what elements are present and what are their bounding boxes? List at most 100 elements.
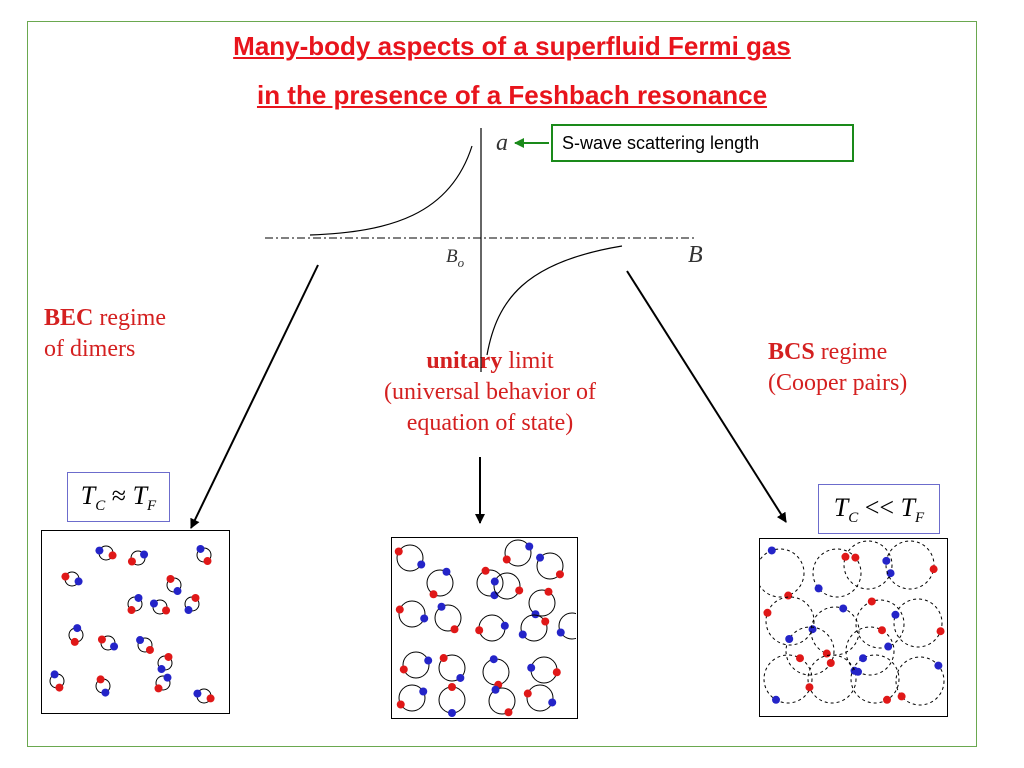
pair-11-blue-particle <box>518 630 527 639</box>
cooper-pair-14-red-particle <box>826 659 835 667</box>
unitary-line-2: (universal behavior of <box>384 379 596 405</box>
tf-symbol: T <box>900 493 916 522</box>
a-axis-label: a <box>496 130 508 156</box>
dimer-12-red-particle <box>164 652 173 661</box>
cooper-pair-11-orbit <box>850 654 900 704</box>
dimer-13-red-particle <box>55 683 64 692</box>
pair-17-orbit <box>398 684 426 712</box>
unitary-pairs-drawing <box>394 539 588 717</box>
cooper-pair-10-orbit <box>807 654 857 704</box>
cooper-pair-13-blue-particle <box>854 667 862 676</box>
pair-5-orbit <box>476 569 504 597</box>
pair-2-blue-particle <box>525 542 534 551</box>
pair-7-red-particle <box>544 587 553 596</box>
pair-1-blue-particle <box>417 560 426 569</box>
left-branch-curve <box>309 145 473 236</box>
dimer-14-red-particle <box>96 675 105 684</box>
dimer-11-red-particle <box>145 645 154 654</box>
pair-8-red-particle <box>395 605 404 614</box>
cooper-pair-12-red-particle <box>897 692 906 701</box>
tc-symbol: T <box>833 493 849 522</box>
cooper-pair-11-blue-particle <box>859 654 867 663</box>
cooper-pair-6-blue-particle <box>839 604 848 613</box>
dimer-5-red-particle <box>166 574 175 583</box>
cooper-pair-12-blue-particle <box>934 661 943 670</box>
right-branch-curve <box>486 245 623 356</box>
pair-3-orbit <box>536 552 564 580</box>
dimer-12-blue-particle <box>157 665 166 674</box>
dimer-8-blue-particle <box>184 606 193 615</box>
pair-2-orbit <box>504 539 532 567</box>
dimer-3-red-particle <box>203 557 212 566</box>
cooper-pair-7-orbit <box>855 599 905 649</box>
dimer-6-red-particle <box>127 606 136 615</box>
unitary-keyword: unitary <box>426 348 503 374</box>
cooper-pair-13-red-particle <box>878 626 886 635</box>
dimer-7-red-particle <box>162 606 171 615</box>
cooper-pair-4-red-particle <box>929 565 938 574</box>
cooper-pair-12-orbit <box>895 656 945 706</box>
pair-9-red-particle <box>450 625 459 634</box>
pair-9-blue-particle <box>437 602 446 611</box>
bcs-regime-label: BCS regime (Cooper pairs) <box>768 337 907 399</box>
cooper-pair-13-orbit <box>845 626 895 676</box>
dimer-11-orbit <box>137 637 153 653</box>
dimer-4-red-particle <box>61 572 70 581</box>
cooper-pair-9-orbit <box>763 654 813 704</box>
cooper-pair-11-red-particle <box>883 695 891 704</box>
pair-11-orbit <box>520 614 548 642</box>
pair-6-red-particle <box>515 586 524 595</box>
pair-18-red-particle <box>448 683 456 691</box>
dimer-10-blue-particle <box>110 642 119 651</box>
unitary-limit-label: unitary limit (universal behavior of equ… <box>300 346 680 439</box>
pair-10-blue-particle <box>500 621 509 630</box>
tf-subscript: F <box>147 498 157 514</box>
pair-6-orbit <box>493 572 521 600</box>
cooper-pair-8-orbit <box>893 598 943 648</box>
dimer-9-red-particle <box>70 637 79 646</box>
slide-title-line-1: Many-body aspects of a superfluid Fermi … <box>233 31 791 61</box>
b-axis-label: B <box>688 242 703 268</box>
much-less-symbol: << <box>864 493 895 522</box>
pair-2-red-particle <box>502 555 511 564</box>
dimer-14-blue-particle <box>101 688 110 697</box>
pair-14-red-particle <box>439 654 448 663</box>
bcs-keyword: BCS <box>768 339 815 365</box>
dimer-16-blue-particle <box>193 689 202 698</box>
bec-regime-label: BEC regime of dimers <box>44 303 166 365</box>
cooper-pair-14-orbit <box>785 626 835 676</box>
cooper-pair-8-blue-particle <box>891 610 900 619</box>
pair-11-red-particle <box>541 617 550 626</box>
bec-dimers-drawing <box>49 544 215 704</box>
bec-line-2: of dimers <box>44 336 136 362</box>
bec-keyword: BEC <box>44 305 94 331</box>
cooper-pair-5-orbit <box>765 596 815 646</box>
pair-1-red-particle <box>394 547 403 556</box>
pair-20-red-particle <box>523 689 532 698</box>
pair-16-red-particle <box>552 668 561 677</box>
pair-6-blue-particle <box>490 577 499 586</box>
pair-7-blue-particle <box>531 610 540 619</box>
dimer-15-blue-particle <box>163 673 172 682</box>
pair-19-blue-particle <box>491 685 500 694</box>
cooper-pair-9-blue-particle <box>772 695 780 704</box>
dimer-2-blue-particle <box>140 550 149 559</box>
cooper-pair-9-red-particle <box>796 654 804 663</box>
pair-13-blue-particle <box>424 656 433 665</box>
unitary-line-3: equation of state) <box>406 410 574 436</box>
bec-arrow <box>190 264 319 529</box>
dimer-6-blue-particle <box>134 593 143 602</box>
bcs-rest: regime <box>814 339 888 365</box>
dimer-16-red-particle <box>206 694 215 703</box>
cooper-pair-7-blue-particle <box>884 642 893 651</box>
pair-9-orbit <box>434 604 462 632</box>
scattering-length-annotation: S-wave scattering length <box>551 124 854 162</box>
pair-3-blue-particle <box>536 553 545 562</box>
bcs-arrow <box>626 270 787 523</box>
dimer-3-blue-particle <box>196 544 205 553</box>
pair-8-blue-particle <box>420 614 429 623</box>
pair-19-red-particle <box>504 708 513 717</box>
pair-4-red-particle <box>429 590 438 599</box>
cooper-pair-4-blue-particle <box>882 556 891 565</box>
